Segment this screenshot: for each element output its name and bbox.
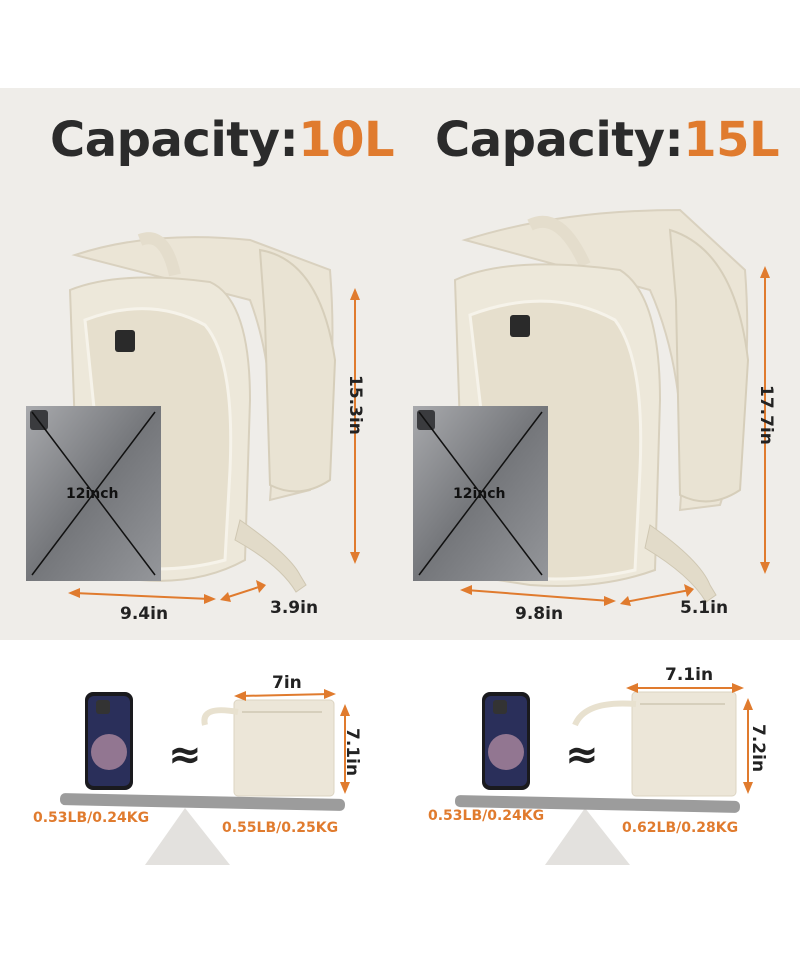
left-tablet-label: 12inch bbox=[66, 486, 119, 502]
right-pouch-height-label: 7.2in bbox=[748, 724, 768, 773]
right-title-capacity: 15L bbox=[683, 112, 780, 168]
left-title-capacity: 10L bbox=[298, 112, 395, 168]
right-pouch-width-label: 7.1in bbox=[665, 665, 714, 685]
left-depth-label: 3.9in bbox=[270, 598, 319, 618]
left-capacity-title: Capacity:10L bbox=[50, 112, 395, 168]
right-pouch-weight: 0.62LB/0.28KG bbox=[622, 820, 739, 836]
left-pouch-width-label: 7in bbox=[272, 673, 302, 693]
left-width-label: 9.4in bbox=[120, 604, 169, 624]
right-approx-symbol: ≈ bbox=[565, 732, 599, 778]
left-phone-weight: 0.53LB/0.24KG bbox=[33, 810, 150, 826]
right-capacity-title: Capacity:15L bbox=[435, 112, 780, 168]
right-title-prefix: Capacity: bbox=[435, 112, 684, 168]
right-tablet-label: 12inch bbox=[453, 486, 506, 502]
left-title-prefix: Capacity: bbox=[50, 112, 299, 168]
right-phone-weight: 0.53LB/0.24KG bbox=[428, 808, 545, 824]
left-approx-symbol: ≈ bbox=[168, 732, 202, 778]
right-depth-label: 5.1in bbox=[680, 598, 729, 618]
left-pouch-weight: 0.55LB/0.25KG bbox=[222, 820, 339, 836]
right-width-label: 9.8in bbox=[515, 604, 564, 624]
